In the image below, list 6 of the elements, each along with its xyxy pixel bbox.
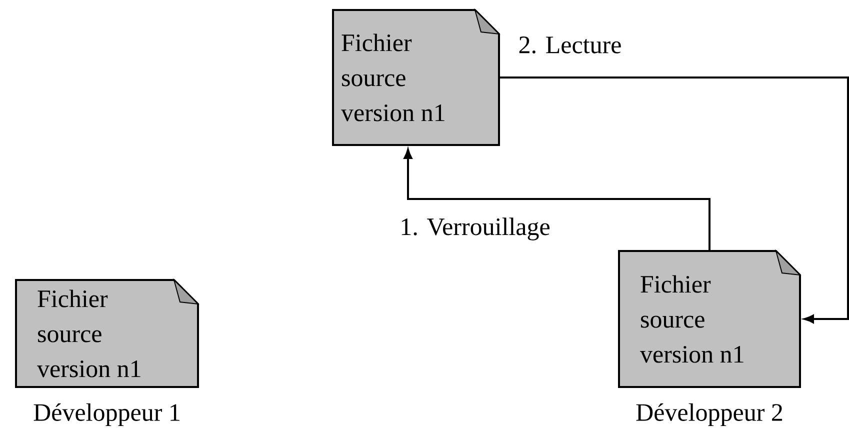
node-label: Développeur 1 <box>34 403 180 426</box>
arrow <box>500 76 849 324</box>
arrow <box>404 149 710 250</box>
edge-label: 2. Lecture <box>516 34 624 56</box>
edge-label: 1. Verrouillage <box>398 216 552 242</box>
node-label: Développeur 2 <box>636 403 782 426</box>
